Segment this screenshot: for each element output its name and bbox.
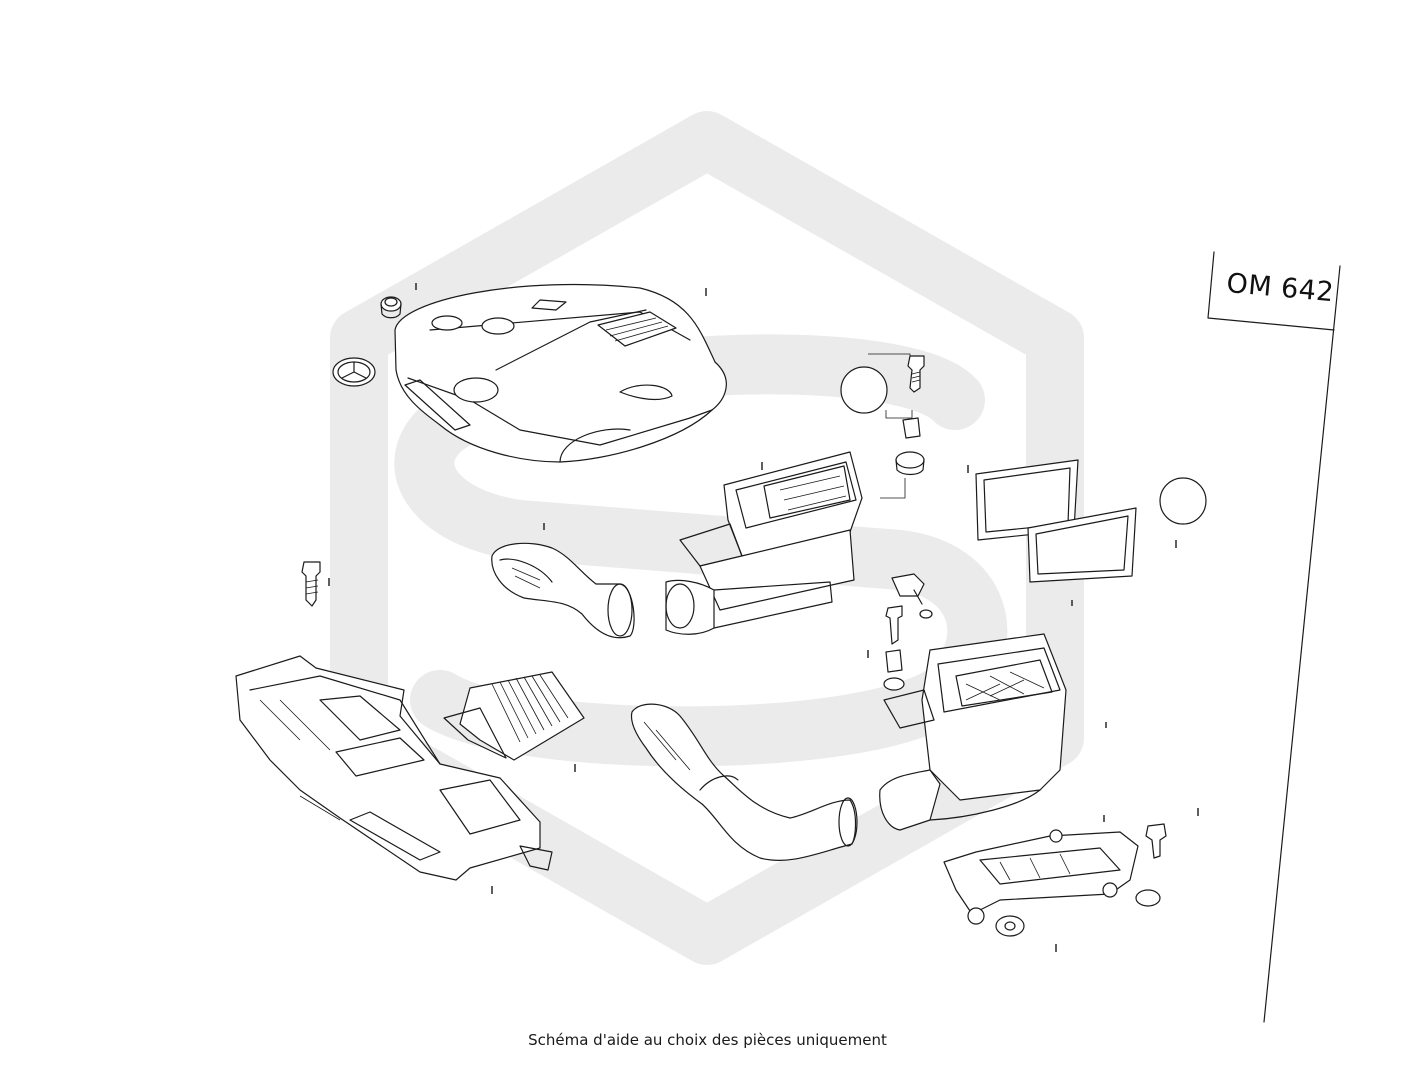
- push-pin-clip: [301, 561, 321, 607]
- leader-ticks: [328, 283, 1199, 952]
- engine-label-frame: [1207, 251, 1341, 1023]
- three-pointed-star-emblem-icon: [332, 357, 376, 387]
- grommet-part: [380, 296, 402, 319]
- air-filter-housing-lower: [879, 633, 1067, 831]
- mounting-bracket: [943, 823, 1167, 937]
- air-filter-elements: [975, 459, 1207, 583]
- bolt-and-mounts-group: [840, 353, 925, 499]
- diagram-caption: Schéma d'aide au choix des pièces unique…: [528, 1031, 887, 1049]
- air-filter-housing-upper: [665, 451, 863, 635]
- intake-duct-upper: [491, 542, 635, 639]
- intake-duct-lower: [630, 703, 858, 861]
- engine-cover: [394, 283, 727, 463]
- sensor-and-mounts-group: [883, 573, 933, 691]
- resonator-box: [443, 671, 585, 761]
- lower-intake-panel: [235, 655, 553, 881]
